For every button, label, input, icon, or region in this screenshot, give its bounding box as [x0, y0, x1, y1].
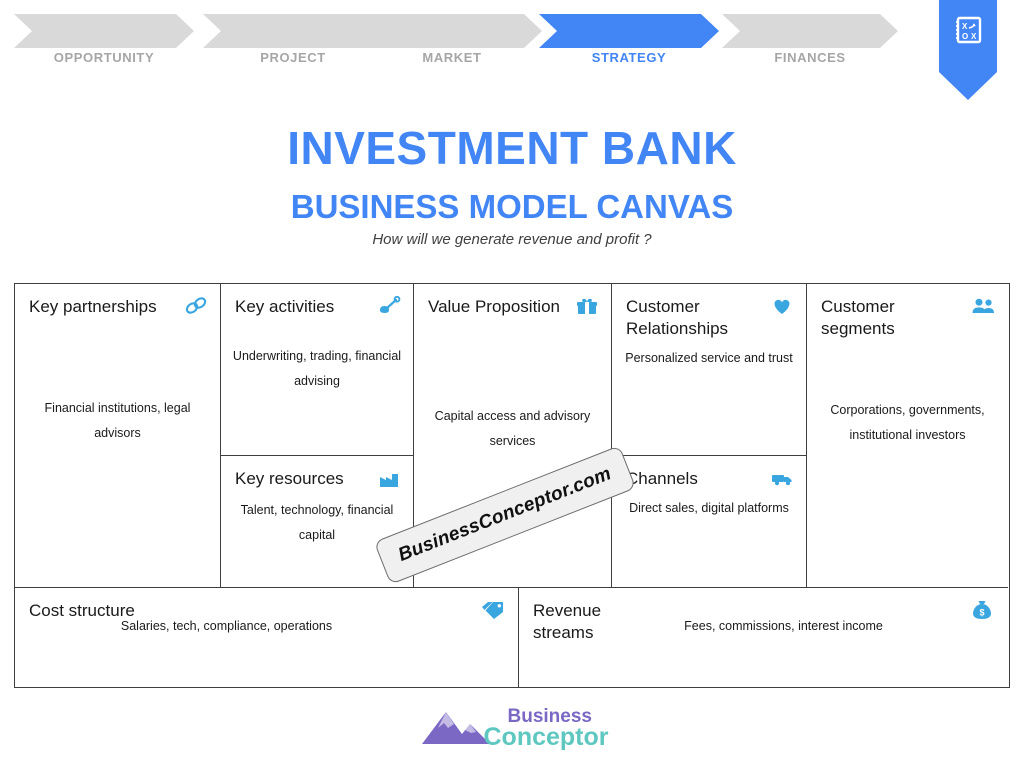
svg-text:X: X: [971, 32, 977, 41]
canvas-cell-cost-structure[interactable]: Cost structure Salaries, tech, complianc…: [15, 588, 519, 687]
svg-text:X: X: [962, 22, 968, 31]
process-step-label: PROJECT: [260, 50, 326, 65]
canvas-cell-key-partnerships[interactable]: Key partnerships Financial institutions,…: [15, 284, 221, 588]
factory-icon: [375, 467, 401, 489]
price-tag-icon: [480, 599, 506, 621]
step-arrow-shape: [14, 14, 194, 48]
cell-title: Key activities: [235, 297, 335, 316]
strategy-playbook-icon: X O X: [952, 14, 984, 51]
step-arrow-shape: [203, 14, 383, 48]
business-model-canvas: Key partnerships Financial institutions,…: [14, 283, 1010, 688]
gift-icon: [573, 295, 599, 317]
cell-body: Financial institutions, legal advisors: [44, 401, 191, 440]
truck-icon: [768, 467, 794, 489]
cell-title: Cost structure: [29, 601, 135, 620]
process-step-project[interactable]: PROJECT: [203, 14, 383, 65]
cell-title: Customer Relationships: [626, 297, 729, 339]
process-step-bar: OPPORTUNITY PROJECT MARKET STRATEGY FINA…: [0, 0, 1024, 110]
heart-icon: [768, 295, 794, 317]
cell-title: Value Proposition: [428, 297, 560, 316]
cell-body: Personalized service and trust: [625, 351, 793, 365]
process-step-label: MARKET: [422, 50, 482, 65]
money-bag-icon: $: [968, 599, 994, 621]
shovel-icon: [375, 295, 401, 317]
cell-title: Key resources: [235, 469, 344, 488]
svg-text:$: $: [979, 608, 984, 618]
cell-body: Direct sales, digital platforms: [629, 501, 789, 515]
page-tagline: How will we generate revenue and profit …: [372, 230, 652, 248]
canvas-cell-channels[interactable]: Channels Direct sales, digital platforms: [612, 456, 807, 588]
page-subtitle: BUSINESS MODEL CANVAS: [290, 188, 734, 226]
step-arrow-shape: [722, 14, 898, 48]
canvas-cell-customer-segments[interactable]: Customer segments Corporations, governme…: [807, 284, 1008, 588]
cell-title: Revenue streams: [533, 601, 602, 643]
canvas-cell-value-proposition[interactable]: Value Proposition Capital access and adv…: [414, 284, 612, 588]
chain-link-icon: [182, 295, 208, 317]
cell-title: Channels: [626, 469, 698, 488]
process-step-label: STRATEGY: [591, 50, 667, 65]
canvas-cell-revenue-streams[interactable]: Revenue streams $ Fees, commissions, int…: [519, 588, 1008, 687]
cell-title: Customer segments: [821, 297, 895, 339]
process-step-market[interactable]: MARKET: [362, 14, 542, 65]
mountain-icon: [416, 704, 512, 753]
canvas-cell-key-resources[interactable]: Key resources Talent, technology, financ…: [221, 456, 414, 588]
process-step-finances[interactable]: FINANCES: [722, 14, 898, 65]
cell-body: Capital access and advisory services: [434, 409, 591, 448]
logo-word-conceptor: Conceptor: [483, 722, 609, 751]
step-arrow-shape: [362, 14, 542, 48]
cell-body: Fees, commissions, interest income: [684, 619, 883, 633]
cell-body: Salaries, tech, compliance, operations: [120, 619, 333, 633]
process-step-label: OPPORTUNITY: [53, 50, 155, 65]
canvas-cell-customer-relationships[interactable]: Customer Relationships Personalized serv…: [612, 284, 807, 456]
process-step-opportunity[interactable]: OPPORTUNITY: [14, 14, 194, 65]
cell-body: Talent, technology, financial capital: [240, 503, 394, 542]
page-title: INVESTMENT BANK: [287, 122, 737, 174]
header-block: INVESTMENT BANK BUSINESS MODEL CANVAS Ho…: [0, 124, 1024, 248]
footer-logo[interactable]: Business Conceptor: [0, 704, 1024, 753]
cell-body: Corporations, governments, institutional…: [830, 403, 985, 442]
strategy-badge: X O X: [939, 0, 997, 100]
cell-title: Key partnerships: [29, 297, 157, 316]
process-step-label: FINANCES: [774, 50, 846, 65]
logo-word-business: Business: [507, 706, 592, 728]
step-arrow-shape: [539, 14, 719, 48]
users-icon: [970, 295, 996, 317]
cell-body: Underwriting, trading, financial advisin…: [232, 349, 402, 388]
process-step-strategy[interactable]: STRATEGY: [539, 14, 719, 65]
svg-text:O: O: [962, 32, 968, 41]
canvas-cell-key-activities[interactable]: Key activities Underwriting, trading, fi…: [221, 284, 414, 456]
badge-pin-shape: X O X: [939, 0, 997, 100]
